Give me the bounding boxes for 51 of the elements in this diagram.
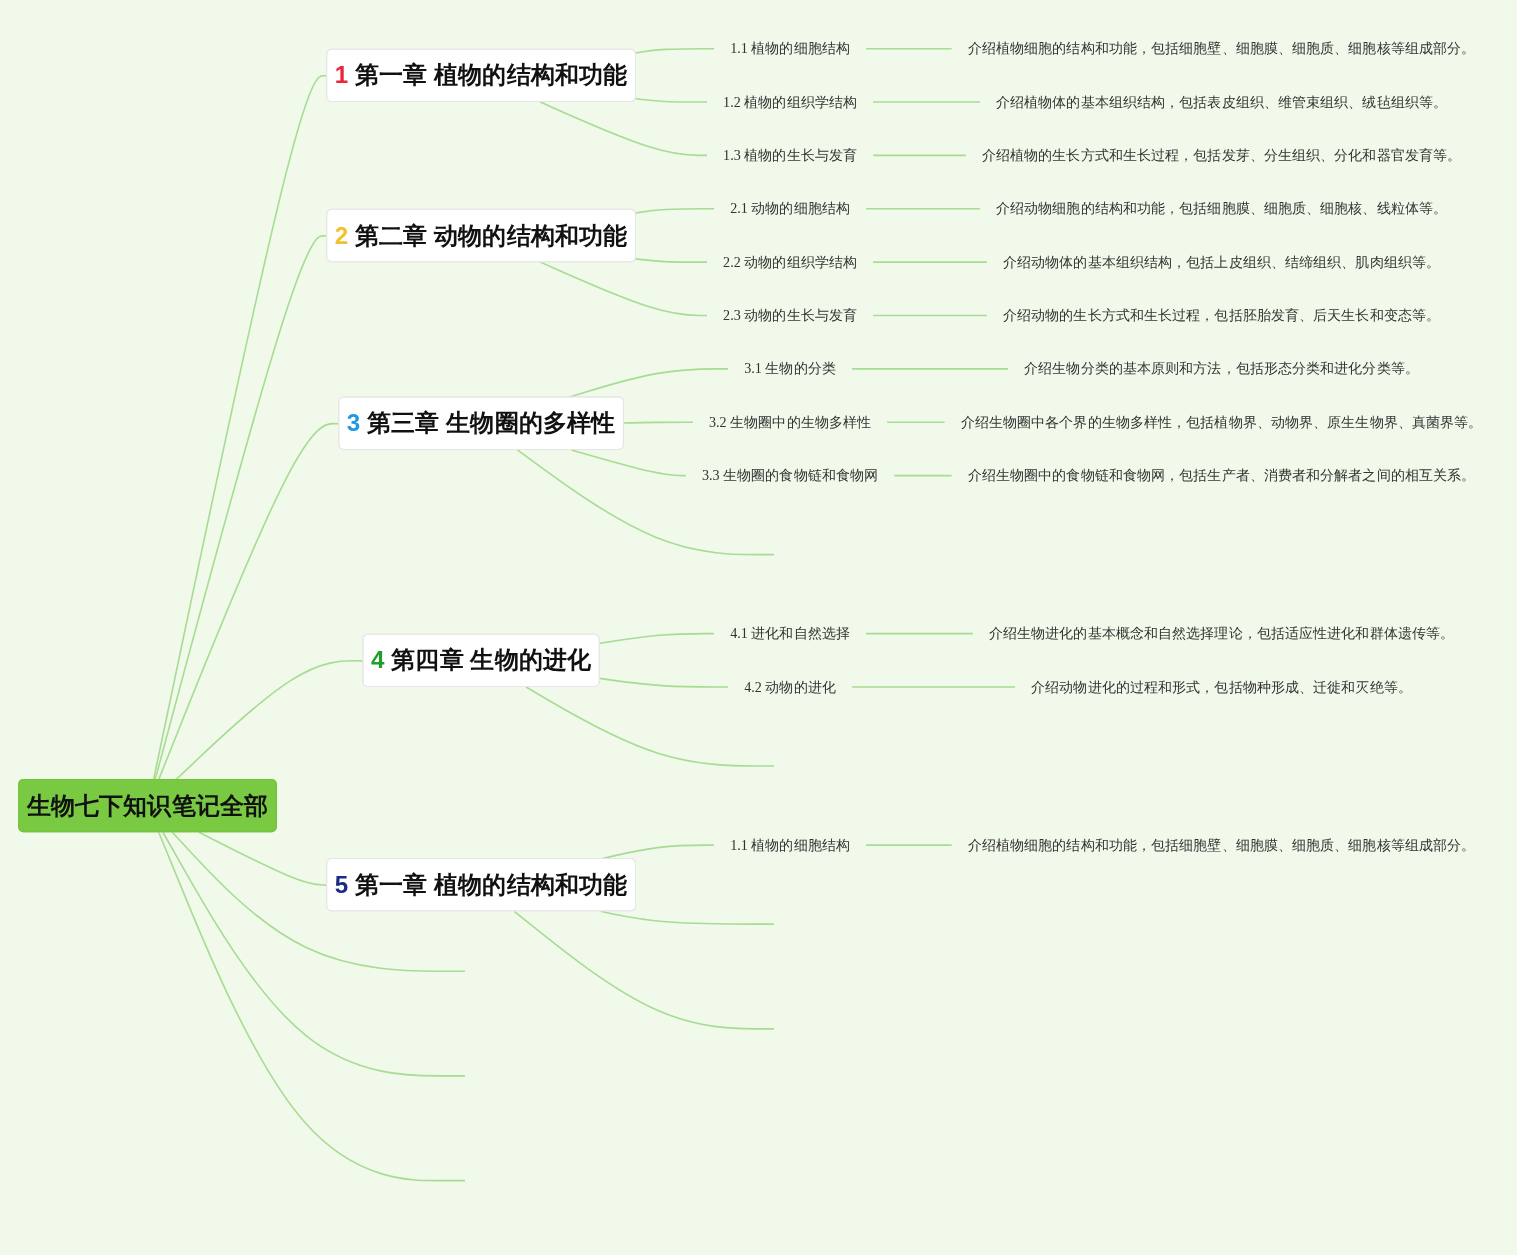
node-text: 介绍动物体的基本组织结构，包括上皮组织、结缔组织、肌肉组织等。 — [1003, 254, 1440, 270]
node-text: 介绍动物进化的过程和形式，包括物种形成、迁徙和灭绝等。 — [1031, 679, 1412, 695]
connector — [634, 47, 715, 54]
node-text: 1.1 植物的细胞结构 — [730, 41, 850, 57]
connector — [634, 207, 715, 214]
connector — [599, 910, 775, 925]
node-text: 3.1 生物的分类 — [744, 361, 836, 377]
connector — [513, 910, 775, 1030]
connector — [872, 101, 981, 103]
connector — [886, 421, 946, 424]
connector — [516, 449, 775, 556]
connector — [865, 632, 974, 635]
connector — [865, 844, 953, 846]
node-text: 介绍植物的生长方式和生长过程，包括发芽、分生组织、分化和器官发育等。 — [981, 147, 1462, 163]
node-text: 介绍生物进化的基本概念和自然选择理论，包括适应性进化和群体遗传等。 — [988, 626, 1455, 642]
node-text: 4.2 动物的进化 — [744, 679, 836, 695]
connector — [872, 154, 967, 157]
node-text: 1.1 植物的细胞结构 — [730, 837, 850, 853]
connector — [865, 207, 981, 210]
node-text: 介绍植物体的基本组织结构，包括表皮组织、维管束组织、绒毡组织等。 — [995, 94, 1448, 110]
node-text: 介绍植物细胞的结构和功能，包括细胞壁、细胞膜、细胞质、细胞核等组成部分。 — [967, 41, 1476, 57]
node-text: 3.3 生物圈的食物链和食物网 — [701, 468, 879, 484]
connector — [570, 449, 687, 477]
node-text: 2.2 动物的组织学结构 — [723, 254, 858, 270]
connector — [872, 261, 988, 263]
connector — [851, 686, 1016, 688]
connector — [539, 261, 708, 317]
node-text: 3.2 生物圈中的生物多样性 — [709, 414, 872, 430]
node-text: 介绍植物细胞的结构和功能，包括细胞壁、细胞膜、细胞质、细胞核等组成部分。 — [967, 837, 1476, 853]
connector — [865, 47, 953, 50]
connector — [525, 686, 775, 767]
node-text: 介绍生物分类的基本原则和方法，包括形态分类和进化分类等。 — [1024, 361, 1419, 377]
connector — [171, 831, 466, 973]
connector — [634, 97, 708, 103]
node-text: 4.1 进化和自然选择 — [730, 626, 850, 642]
connector — [893, 474, 953, 477]
node-text: 1.2 植物的组织学结构 — [723, 94, 858, 110]
connector — [851, 368, 1009, 370]
connector — [634, 258, 708, 263]
node-text: 2.1 动物的细胞结构 — [730, 201, 850, 217]
node-text: 介绍动物细胞的结构和功能，包括细胞膜、细胞质、细胞核、线粒体等。 — [995, 201, 1448, 217]
node-text: 介绍生物圈中各个界的生物多样性，包括植物界、动物界、原生生物界、真菌界等。 — [960, 414, 1483, 430]
node-text: 2.3 动物的生长与发育 — [723, 307, 858, 324]
node-text: 1.3 植物的生长与发育 — [723, 147, 858, 163]
node-text: 介绍动物的生长方式和生长过程，包括胚胎发育、后天生长和变态等。 — [1003, 307, 1440, 324]
node-text: 介绍生物圈中的食物链和食物网，包括生产者、消费者和分解者之间的相互关系。 — [967, 468, 1476, 484]
connector — [872, 314, 988, 317]
connector — [157, 831, 466, 1182]
connector — [623, 421, 694, 424]
connector — [539, 101, 708, 157]
connector — [162, 831, 466, 1077]
